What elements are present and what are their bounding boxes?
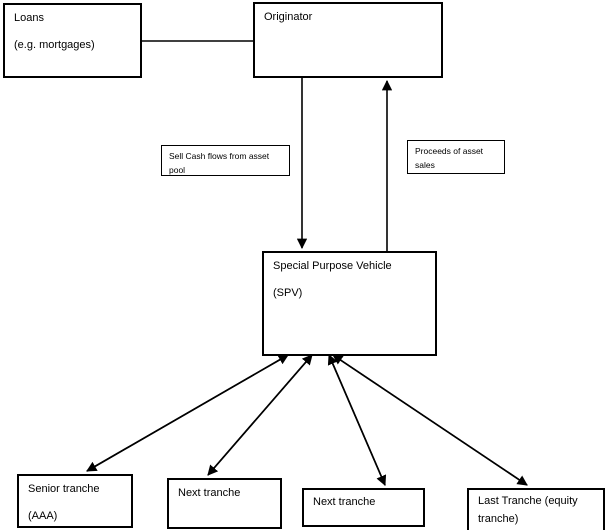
node-last-tranche-line2: tranche)	[478, 513, 519, 525]
label-sell-cash-flows-line1: Sell Cash flows from asset	[169, 151, 270, 161]
label-proceeds-line2: sales	[415, 160, 435, 170]
node-originator: Originator	[253, 2, 443, 78]
node-next-tranche-2: Next tranche	[302, 488, 425, 527]
edge-spv-next-tranche-2	[327, 354, 387, 486]
edge-spv-last-tranche	[332, 354, 528, 486]
node-next-tranche-2-label: Next tranche	[313, 496, 376, 508]
label-proceeds-of-asset-sales: Proceeds of asset sales	[407, 140, 505, 174]
node-senior-tranche-line1: Senior tranche	[28, 483, 100, 495]
node-senior-tranche-line2: (AAA)	[28, 510, 58, 522]
node-last-tranche-line1: Last Tranche (equity	[478, 495, 578, 507]
node-next-tranche-1-label: Next tranche	[178, 487, 241, 499]
node-next-tranche-1: Next tranche	[167, 478, 282, 529]
label-sell-cash-flows-line2: pool	[169, 165, 186, 175]
node-last-tranche: Last Tranche (equity tranche)	[467, 488, 605, 530]
label-proceeds-line1: Proceeds of asset	[415, 146, 484, 156]
node-spv-line2: (SPV)	[273, 287, 303, 299]
node-loans-line2: (e.g. mortgages)	[14, 39, 95, 51]
node-originator-label: Originator	[264, 11, 313, 23]
node-spv: Special Purpose Vehicle (SPV)	[262, 251, 437, 356]
edge-spv-next-tranche-1	[207, 354, 313, 476]
node-loans: Loans (e.g. mortgages)	[3, 3, 142, 78]
label-sell-cash-flows: Sell Cash flows from asset pool	[161, 145, 290, 176]
node-spv-line1: Special Purpose Vehicle	[273, 260, 392, 272]
node-loans-line1: Loans	[14, 12, 44, 24]
edge-spv-senior-tranche	[86, 354, 289, 472]
node-senior-tranche: Senior tranche (AAA)	[17, 474, 133, 528]
